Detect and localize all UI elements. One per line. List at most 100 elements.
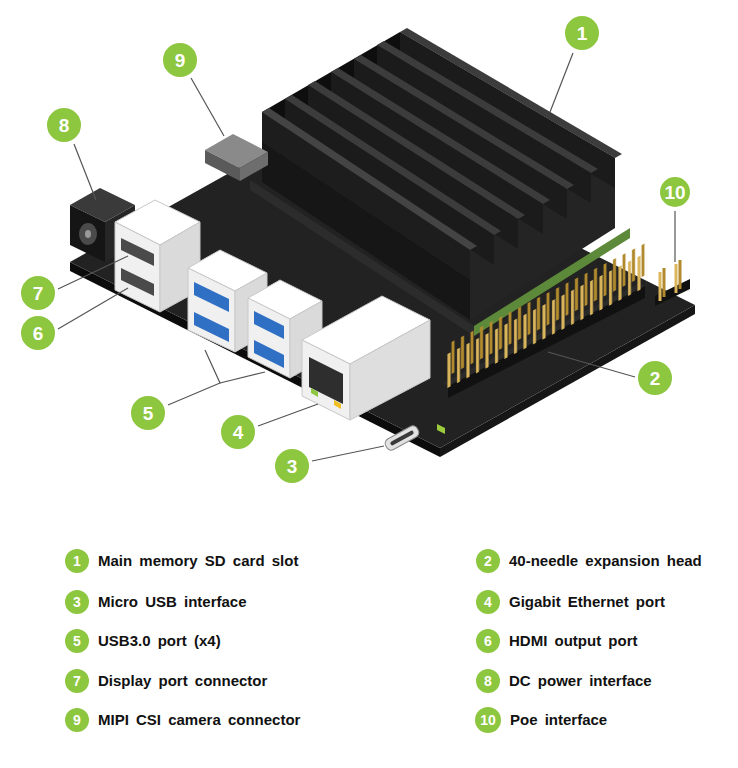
- legend-number: 6: [484, 634, 492, 648]
- legend-item: 4 Gigabit Ethernet port: [476, 590, 665, 614]
- legend-text: Gigabit Ethernet port: [509, 593, 665, 611]
- legend-item: 2 40-needle expansion head: [476, 549, 702, 573]
- legend-item: 1Main memory SD card slot: [65, 549, 298, 573]
- legend-number: 2: [484, 554, 492, 568]
- legend-badge: 4: [476, 590, 500, 614]
- legend-item: 8 DC power interface: [476, 669, 652, 693]
- leader-line: [674, 211, 675, 262]
- leader-line: [191, 78, 224, 136]
- legend-badge: 1: [65, 549, 89, 573]
- usb-housing: [248, 298, 290, 378]
- callout-number: 4: [233, 423, 244, 442]
- legend-number: 1: [73, 554, 81, 568]
- callout-circle: 8: [45, 106, 83, 144]
- callout-number: 7: [33, 284, 44, 303]
- dc-jack-hole: [79, 223, 97, 245]
- legend-item: 10 Poe interface: [475, 707, 607, 733]
- legend-text: Micro USB interface: [98, 593, 247, 611]
- callout-circle: 9: [161, 41, 199, 79]
- legend-badge: 8: [476, 669, 500, 693]
- legend-badge: 3: [65, 590, 89, 614]
- legend-item: 3 Micro USB interface: [65, 590, 247, 614]
- legend-number: 10: [480, 713, 496, 727]
- callout-number: 9: [175, 51, 186, 70]
- ethernet-housing: [302, 340, 350, 420]
- callout-number: 10: [664, 183, 685, 202]
- legend-text: 40-needle expansion head: [509, 552, 702, 570]
- legend-text: MIPI CSI camera connector: [98, 711, 300, 729]
- poe-pin: [663, 268, 666, 297]
- callout-circle: 4: [219, 413, 257, 451]
- legend-text: DC power interface: [509, 672, 652, 690]
- leader-lines: [58, 53, 675, 461]
- micro-usb-shell: [383, 424, 420, 452]
- micro-usb-port: [383, 424, 420, 452]
- usb-housing: [188, 268, 235, 352]
- leader-line: [550, 53, 573, 112]
- callout-number: 6: [33, 324, 44, 343]
- poe-pin: [679, 260, 682, 289]
- legend-badge: 2: [476, 549, 500, 573]
- callout-circle: 6: [19, 314, 57, 352]
- leader-line: [548, 352, 635, 377]
- legend-text: Display port connector: [98, 672, 267, 690]
- leader-line: [58, 288, 128, 329]
- usb-opening: [194, 282, 229, 312]
- leader-line: [220, 372, 265, 383]
- ethernet-led: [334, 400, 341, 409]
- legend-number: 4: [484, 595, 492, 609]
- header-pins: [446, 226, 647, 398]
- display-port-opening: [121, 238, 154, 266]
- legend-item: 9 MIPI CSI camera connector: [65, 708, 300, 732]
- legend-item: 7 Display port connector: [65, 669, 267, 693]
- callout-circle: 5: [129, 394, 167, 432]
- legend-text: Poe interface: [510, 711, 607, 729]
- fin-top: [262, 108, 477, 250]
- port-housing: [115, 222, 160, 312]
- leader-line: [74, 144, 96, 200]
- legend-number: 7: [73, 674, 81, 688]
- usb-opening: [194, 312, 229, 342]
- callout-number: 8: [59, 116, 70, 135]
- callout-circle: 3: [273, 447, 311, 485]
- ethernet-opening: [309, 357, 343, 404]
- legend-item: 5 USB3.0 port (x4): [65, 629, 221, 653]
- leader-line: [312, 446, 384, 461]
- legend-text: HDMI output port: [509, 632, 637, 650]
- usb-opening: [254, 311, 284, 339]
- legend-number: 5: [73, 634, 81, 648]
- legend-badge: 6: [476, 629, 500, 653]
- leader-bracket: [168, 350, 220, 405]
- dc-jack: [70, 205, 105, 262]
- micro-usb-slot: [390, 430, 415, 446]
- leader-line: [58, 256, 128, 289]
- usb-opening: [254, 340, 284, 368]
- legend-text: USB3.0 port (x4): [98, 632, 221, 650]
- ethernet-housing: [350, 320, 430, 420]
- legend-badge: 7: [65, 669, 89, 693]
- callout-number: 3: [287, 457, 298, 476]
- callout-circle: 7: [19, 274, 57, 312]
- fin-face: [262, 112, 470, 280]
- status-led: [437, 424, 445, 434]
- legend-badge: 5: [65, 629, 89, 653]
- leader-line: [258, 404, 318, 426]
- legend-number: 9: [73, 713, 81, 727]
- camera-connector: [240, 152, 268, 181]
- callout-circle: 10: [658, 175, 692, 209]
- hdmi-opening: [121, 268, 154, 296]
- heatsink-fins: [262, 28, 622, 280]
- legend-item: 6 HDMI output port: [476, 629, 637, 653]
- callout-number: 2: [650, 369, 661, 388]
- legend-badge: 10: [475, 707, 501, 733]
- legend-number: 3: [73, 595, 81, 609]
- camera-connector: [205, 150, 240, 181]
- legend-badge: 9: [65, 708, 89, 732]
- poe-pin: [675, 264, 678, 293]
- callout-circle: 1: [563, 14, 601, 52]
- legend-number: 8: [484, 674, 492, 688]
- poe-pin: [659, 272, 662, 301]
- callout-number: 1: [577, 24, 588, 43]
